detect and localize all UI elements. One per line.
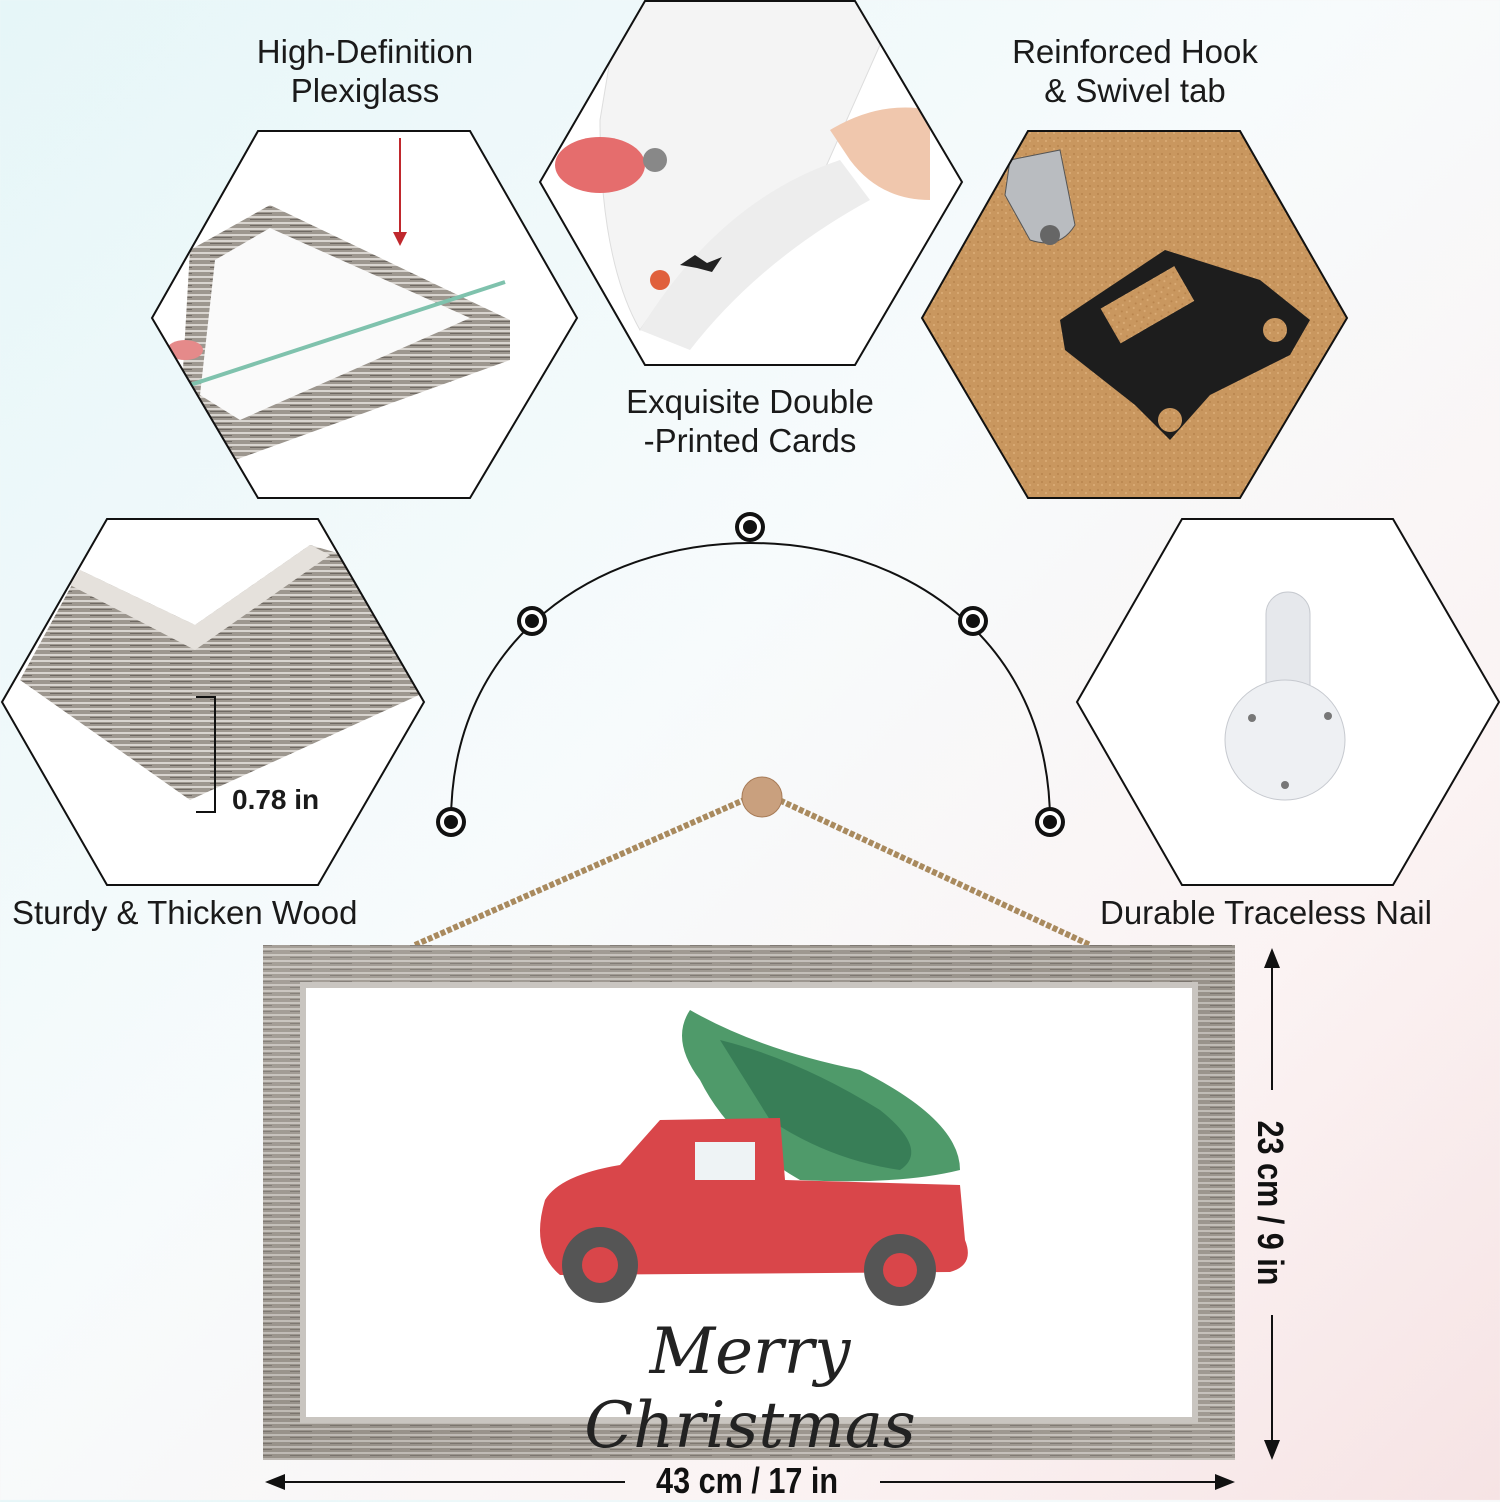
nail-label: Durable Traceless Nail (1100, 894, 1432, 931)
cards-label: Exquisite Double -Printed Cards (626, 383, 874, 459)
nail-hexagon (1077, 519, 1499, 885)
red-truck (540, 1118, 968, 1306)
height-label: 23 cm / 9 in (1250, 1120, 1291, 1286)
thickness-label: 0.78 in (232, 784, 320, 815)
plexiglass-label: High-Definition Plexiglass (256, 33, 474, 109)
width-label: 43 cm / 17 in (656, 1460, 839, 1501)
wood-hexagon (2, 519, 424, 885)
wood-peg (741, 776, 783, 818)
hook-label: Reinforced Hook & Swivel tab (1012, 33, 1258, 109)
hook-hexagon (922, 131, 1347, 498)
plexiglass-hexagon (152, 131, 577, 498)
hanging-arc (450, 542, 1051, 823)
cards-hexagon (540, 1, 962, 365)
sign-text: Merry Christmas (584, 1315, 916, 1463)
wood-label: Sturdy & Thicken Wood (12, 894, 358, 931)
